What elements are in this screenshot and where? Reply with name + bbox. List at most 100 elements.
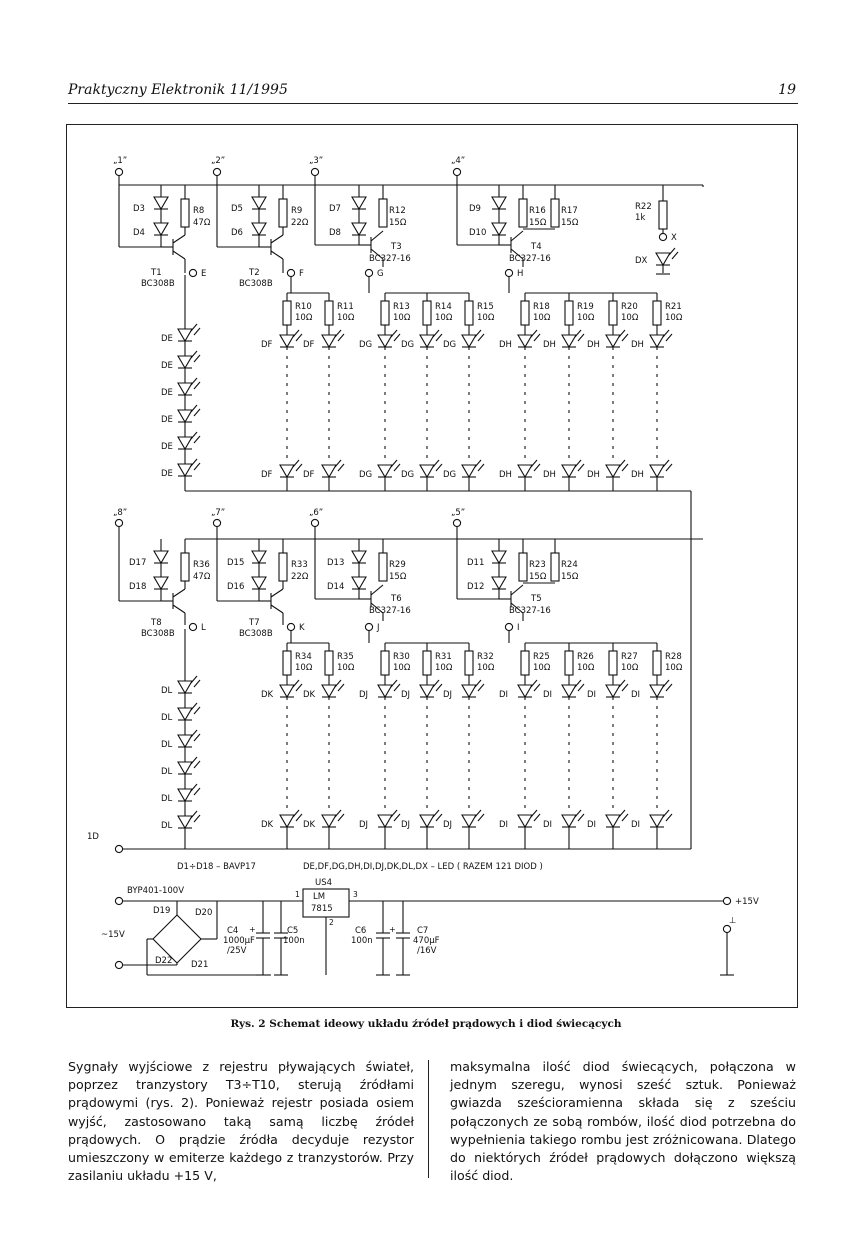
diode-label: D12: [467, 582, 484, 592]
resistor-value: 10Ω: [393, 313, 411, 323]
resistor-label: R30: [393, 652, 410, 662]
resistor-symbol: [652, 650, 662, 676]
diode-label: D19: [153, 906, 170, 916]
resistor-value: 10Ω: [435, 663, 453, 673]
transistor-lead: [270, 234, 284, 244]
transistor-lead: [510, 584, 524, 596]
diode-symbol: [491, 550, 507, 565]
led-symbol: [177, 680, 193, 695]
led-symbol: [177, 409, 193, 424]
led-arrow: [190, 323, 198, 332]
led-arrow: [337, 813, 345, 822]
input-terminal: [212, 167, 222, 177]
led-arrow: [577, 813, 585, 822]
led-arrow: [190, 431, 198, 440]
led-label: DE: [161, 469, 173, 479]
diode-symbol: [351, 222, 367, 237]
led-arrow: [668, 247, 676, 256]
led-label: DI: [543, 690, 552, 700]
resistor-symbol: [324, 650, 334, 676]
diode-symbol: [491, 196, 507, 211]
capacitor-value: /25V: [227, 946, 247, 956]
resistor-label: R33: [291, 560, 308, 570]
node-label: J: [376, 623, 380, 633]
led-arrow: [190, 404, 198, 413]
resistor-symbol: [422, 300, 432, 326]
led-label: DG: [359, 340, 372, 350]
led-symbol: [321, 464, 337, 479]
diode-label: D13: [327, 558, 344, 568]
resistor-symbol: [464, 650, 474, 676]
led-symbol: [377, 814, 393, 829]
led-label: DX: [635, 256, 648, 266]
led-label: DH: [543, 340, 556, 350]
diode-label: D8: [329, 228, 341, 238]
led-symbol: [177, 707, 193, 722]
transistor-label: T4: [530, 242, 542, 252]
node-terminal: [286, 622, 296, 632]
resistor-label: R21: [665, 302, 682, 312]
led-arrow: [334, 459, 342, 468]
transistor-label: T2: [248, 268, 260, 278]
regulator-ref: US4: [315, 878, 332, 888]
led-arrow: [577, 683, 585, 692]
led-symbol: [605, 814, 621, 829]
node-terminal: [286, 268, 296, 278]
led-arrow: [190, 756, 198, 765]
pin-label: 2: [329, 918, 334, 927]
led-arrow: [621, 813, 629, 822]
header-rule: [68, 103, 798, 104]
led-arrow: [295, 333, 303, 342]
led-label: DH: [631, 470, 644, 480]
led-label: DE: [161, 334, 173, 344]
led-arrow: [390, 329, 398, 338]
resistor-symbol: [278, 552, 288, 582]
led-symbol: [561, 334, 577, 349]
resistor-label: R25: [533, 652, 550, 662]
led-arrow: [671, 251, 679, 260]
led-symbol: [461, 684, 477, 699]
figure-caption: Rys. 2 Schemat ideowy układu źródeł prąd…: [230, 1018, 622, 1030]
ac-input-label: ~15V: [101, 930, 125, 940]
led-arrow: [337, 333, 345, 342]
led-arrow: [193, 408, 201, 417]
input-label-bottom: „7”: [211, 508, 225, 518]
diode-label: D14: [327, 582, 344, 592]
led-arrow: [477, 683, 485, 692]
led-symbol: [377, 464, 393, 479]
led-label: DF: [261, 340, 273, 350]
led-label: DL: [161, 794, 173, 804]
capacitor-value: 1000µF: [223, 936, 255, 946]
led-arrow: [292, 459, 300, 468]
node-terminal: [364, 622, 374, 632]
diode-label: D22: [155, 956, 172, 966]
led-arrow: [474, 809, 482, 818]
transistor-type: BC308B: [239, 629, 273, 639]
resistor-symbol: [520, 650, 530, 676]
led-arrow: [477, 813, 485, 822]
led-arrow: [337, 683, 345, 692]
bridge-label: BYP401-100V: [127, 886, 184, 896]
diode-symbol: [351, 550, 367, 565]
led-arrow: [474, 329, 482, 338]
led-arrow: [190, 702, 198, 711]
led-label: DE: [161, 361, 173, 371]
led-label: DE: [161, 388, 173, 398]
resistor-symbol: [564, 300, 574, 326]
led-symbol: [321, 684, 337, 699]
resistor-symbol: [278, 198, 288, 228]
led-arrow: [193, 679, 201, 688]
led-label: DE: [161, 415, 173, 425]
led-arrow: [533, 813, 541, 822]
transistor-type: BC327-16: [369, 254, 411, 264]
diode-label: D10: [469, 228, 486, 238]
led-label: DI: [631, 690, 640, 700]
column-divider: [428, 1060, 429, 1178]
diode-label: D17: [129, 558, 146, 568]
led-arrow: [662, 679, 670, 688]
led-label: DI: [631, 820, 640, 830]
resistor-value: 15Ω: [389, 572, 407, 582]
diode-symbol: [153, 196, 169, 211]
node-label: F: [299, 269, 304, 279]
led-label: DJ: [443, 820, 452, 830]
